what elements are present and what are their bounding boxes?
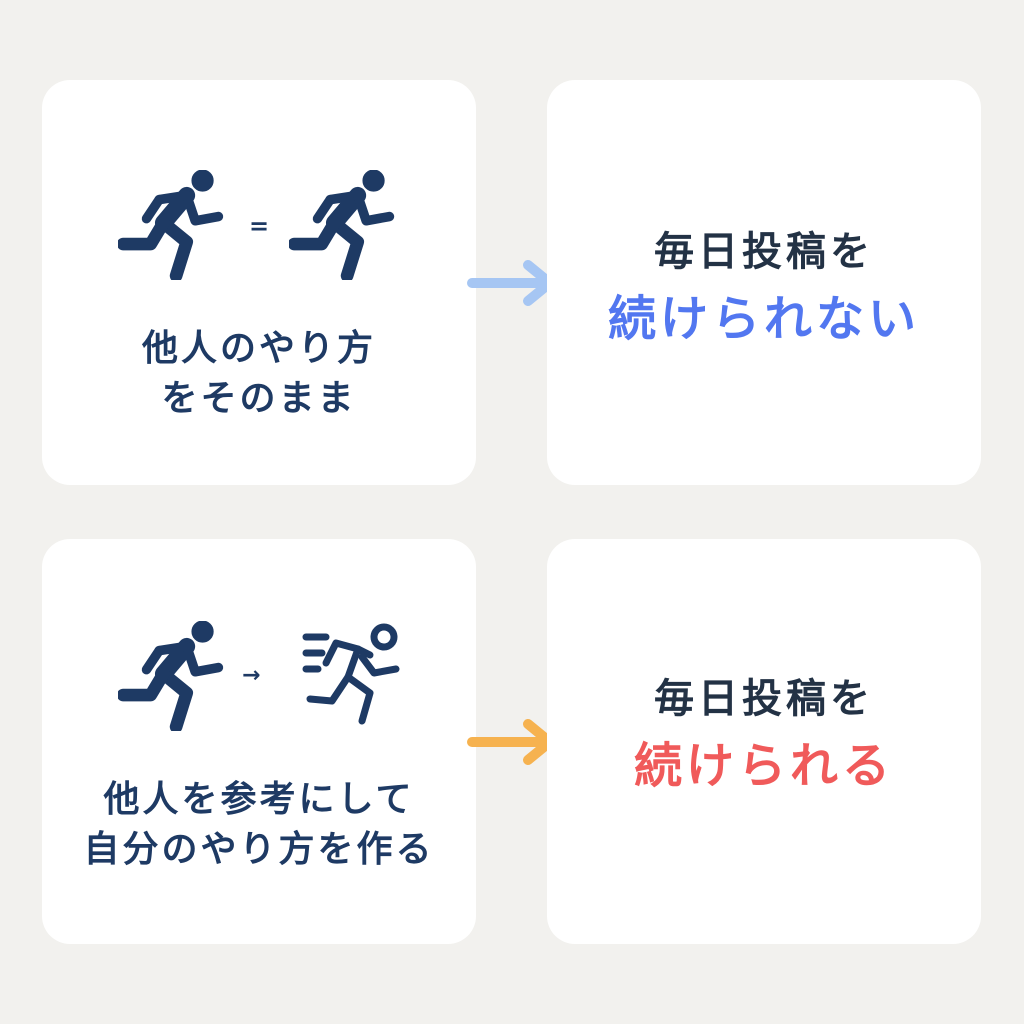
icon-row-bottom: → [42,621,476,731]
equals-sign: = [249,212,270,240]
arrow-right-icon [467,260,555,306]
result-card-top: 毎日投稿を 続けられない [547,80,981,485]
arrow-right-icon [467,719,555,765]
caption-bottom: 他人を参考にして 自分のやり方を作る [42,775,476,875]
result-card-bottom: 毎日投稿を 続けられる [547,539,981,944]
result-top-line1: 毎日投稿を [654,229,874,275]
result-bottom: 毎日投稿を 続けられる [547,669,981,803]
running-person-icon [289,170,401,280]
caption-top-line1: 他人のやり方 [141,328,376,369]
running-person-icon [118,621,230,731]
arrow-operator: → [242,663,261,688]
result-top: 毎日投稿を 続けられない [547,222,981,356]
comparison-card-bottom-left: → 他人を参考にして 自分のやり方を作る [42,539,476,944]
result-bottom-line1: 毎日投稿を [654,676,874,722]
caption-bottom-line2: 自分のやり方を作る [83,829,435,870]
result-top-line2: 続けられない [607,291,920,347]
icon-row-top: = [42,170,476,280]
result-bottom-line2: 続けられる [633,738,894,794]
caption-top: 他人のやり方 をそのまま [42,324,476,424]
comparison-card-top-left: = 他人のやり方 をそのまま [42,80,476,485]
fast-running-person-outline-icon [302,623,400,725]
running-person-icon [118,170,230,280]
caption-bottom-line1: 他人を参考にして [103,779,415,820]
caption-top-line2: をそのまま [161,378,357,419]
